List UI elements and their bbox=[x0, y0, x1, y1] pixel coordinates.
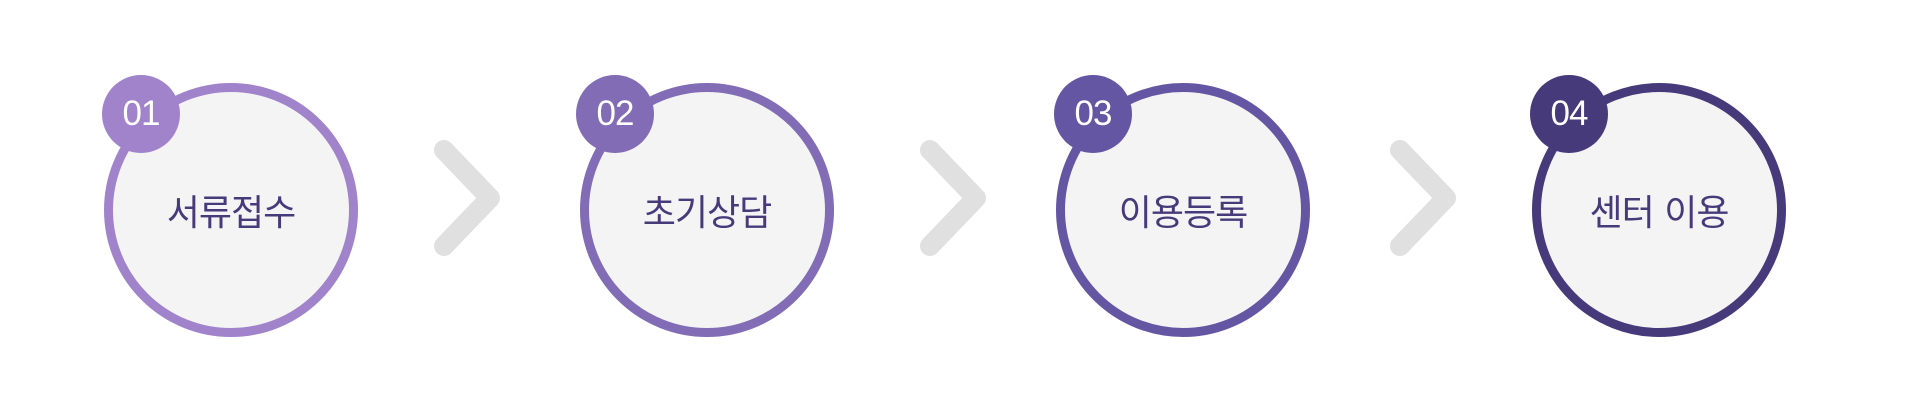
step-number-badge: 04 bbox=[1530, 75, 1608, 153]
chevron-right-icon bbox=[434, 140, 500, 256]
step-label: 센터 이용 bbox=[1589, 193, 1730, 234]
step-number-badge: 02 bbox=[576, 75, 654, 153]
step-number-badge: 03 bbox=[1054, 75, 1132, 153]
step-label: 이용등록 bbox=[1118, 193, 1248, 234]
step-number: 04 bbox=[1550, 94, 1589, 133]
step-label: 초기상담 bbox=[642, 193, 772, 234]
step-number: 01 bbox=[122, 94, 161, 133]
step-label: 서류접수 bbox=[166, 193, 296, 234]
step-number: 02 bbox=[596, 94, 635, 133]
chevron-right-icon bbox=[1390, 140, 1456, 256]
step-number-badge: 01 bbox=[102, 75, 180, 153]
step-number: 03 bbox=[1074, 94, 1113, 133]
chevron-right-icon bbox=[920, 140, 986, 256]
